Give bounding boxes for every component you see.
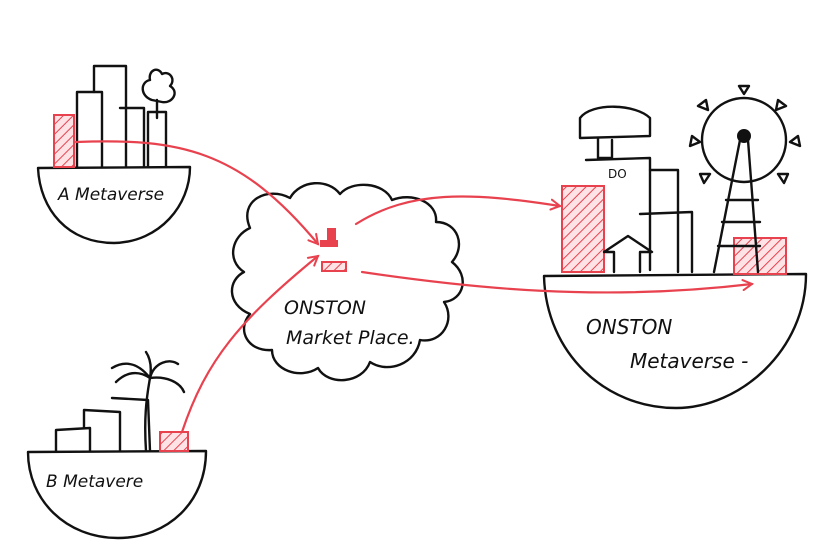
do-sign: DO: [608, 167, 627, 181]
onston-label-line2: Metaverse -: [630, 349, 748, 373]
arrow-market-to-onston-upper: [354, 195, 560, 226]
b-metaverse-label: B Metavere: [46, 472, 143, 492]
a-city-buildings: [53, 64, 176, 169]
b-red-building: [159, 431, 189, 452]
a-red-building: [53, 114, 75, 168]
a-metaverse-island: A Metaverse: [36, 64, 192, 245]
onston-island-bowl: [542, 272, 808, 410]
onston-red-box: [733, 237, 787, 275]
market-place-cloud: ONSTON Market Place.: [230, 181, 464, 382]
b-island-bowl: [26, 449, 208, 540]
market-red-marks: [320, 228, 347, 272]
arrow-market-to-onston-lower: [360, 270, 752, 294]
onston-red-tower: [561, 185, 605, 273]
onston-label-line1: ONSTON: [586, 315, 672, 339]
onston-metaverse-island: DO ONSTON Metaverse -: [542, 84, 808, 410]
flow-arrows: [74, 140, 752, 434]
b-city-buildings: [54, 350, 189, 453]
onston-city-buildings: DO: [561, 84, 802, 275]
a-island-bowl: [36, 165, 192, 245]
cloud-outline: [230, 181, 464, 382]
market-label-line1: ONSTON: [284, 297, 366, 319]
arrow-b-to-market: [180, 256, 318, 434]
market-label-line2: Market Place.: [286, 327, 415, 349]
billboard: [578, 105, 652, 140]
up-arrow-building: [602, 234, 654, 274]
ferris-wheel: [688, 84, 802, 274]
b-metaverse-island: B Metavere: [26, 350, 208, 540]
arrow-a-to-market: [74, 140, 318, 244]
a-metaverse-label: A Metaverse: [57, 185, 164, 205]
